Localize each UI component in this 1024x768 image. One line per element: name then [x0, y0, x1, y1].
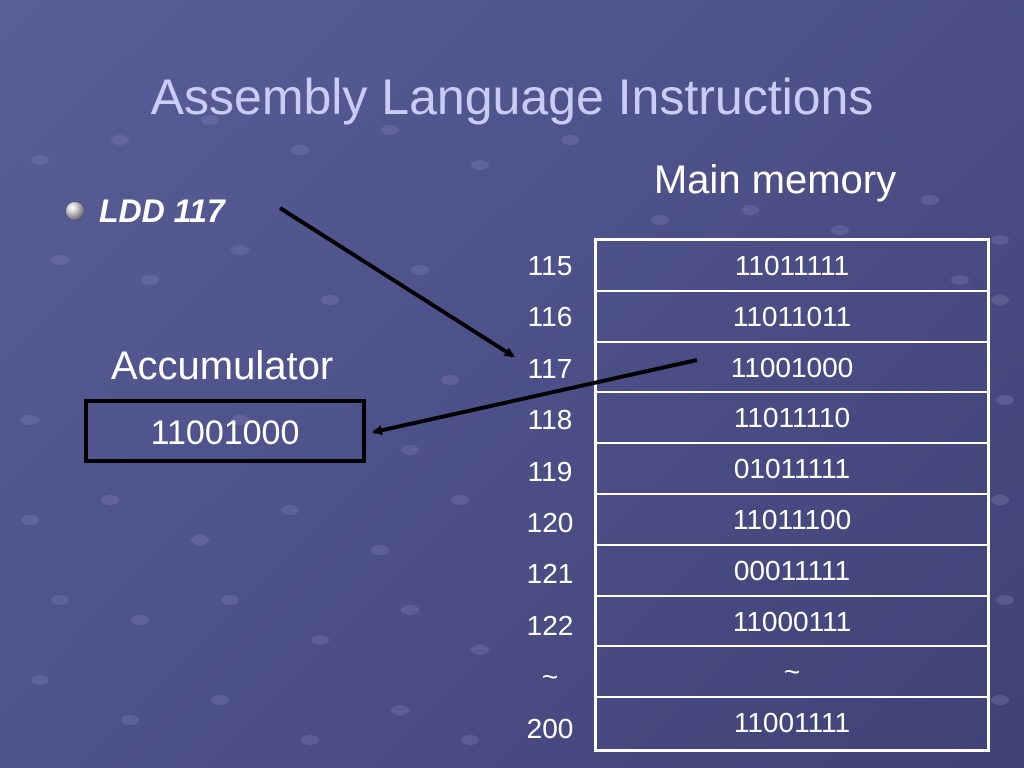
memory-address: 121 — [526, 558, 574, 590]
memory-cell: 11000111 — [597, 597, 987, 648]
memory-address: 117 — [527, 352, 573, 384]
memory-address: ~ — [541, 661, 559, 693]
memory-address: 116 — [527, 301, 573, 333]
accumulator-box: 11001000 — [84, 399, 366, 463]
memory-cell: 11001000 — [597, 343, 987, 394]
memory-address: 122 — [526, 609, 574, 641]
memory-address-column: 115 116 117 118 119 120 121 122 ~ 200 — [505, 240, 595, 754]
memory-address: 118 — [527, 404, 573, 436]
memory-cell: 11011110 — [597, 393, 987, 445]
slide-title: Assembly Language Instructions — [150, 69, 874, 125]
instruction-bullet: LDD 117 — [66, 190, 225, 232]
memory-cell: 11011100 — [597, 495, 987, 546]
memory-address: 115 — [527, 250, 573, 281]
memory-cell: 11001111 — [733, 707, 851, 739]
main-memory-label: Main memory — [653, 158, 897, 202]
memory-address: 120 — [526, 506, 574, 538]
instruction-text: LDD 117 — [99, 192, 225, 229]
memory-cell: 00011111 — [597, 546, 987, 597]
memory-cell: 01011111 — [597, 444, 987, 495]
memory-cell: 11011111 — [597, 241, 987, 292]
memory-address: 119 — [527, 455, 573, 487]
memory-cell: ~ — [597, 647, 987, 699]
memory-address: 200 — [526, 712, 574, 744]
sphere-bullet-icon — [66, 202, 84, 220]
main-memory-table: 11011111 11011011 11001000 11011110 0101… — [594, 238, 990, 752]
accumulator-label: Accumulator — [110, 344, 334, 388]
memory-cell: 11011011 — [597, 292, 987, 343]
